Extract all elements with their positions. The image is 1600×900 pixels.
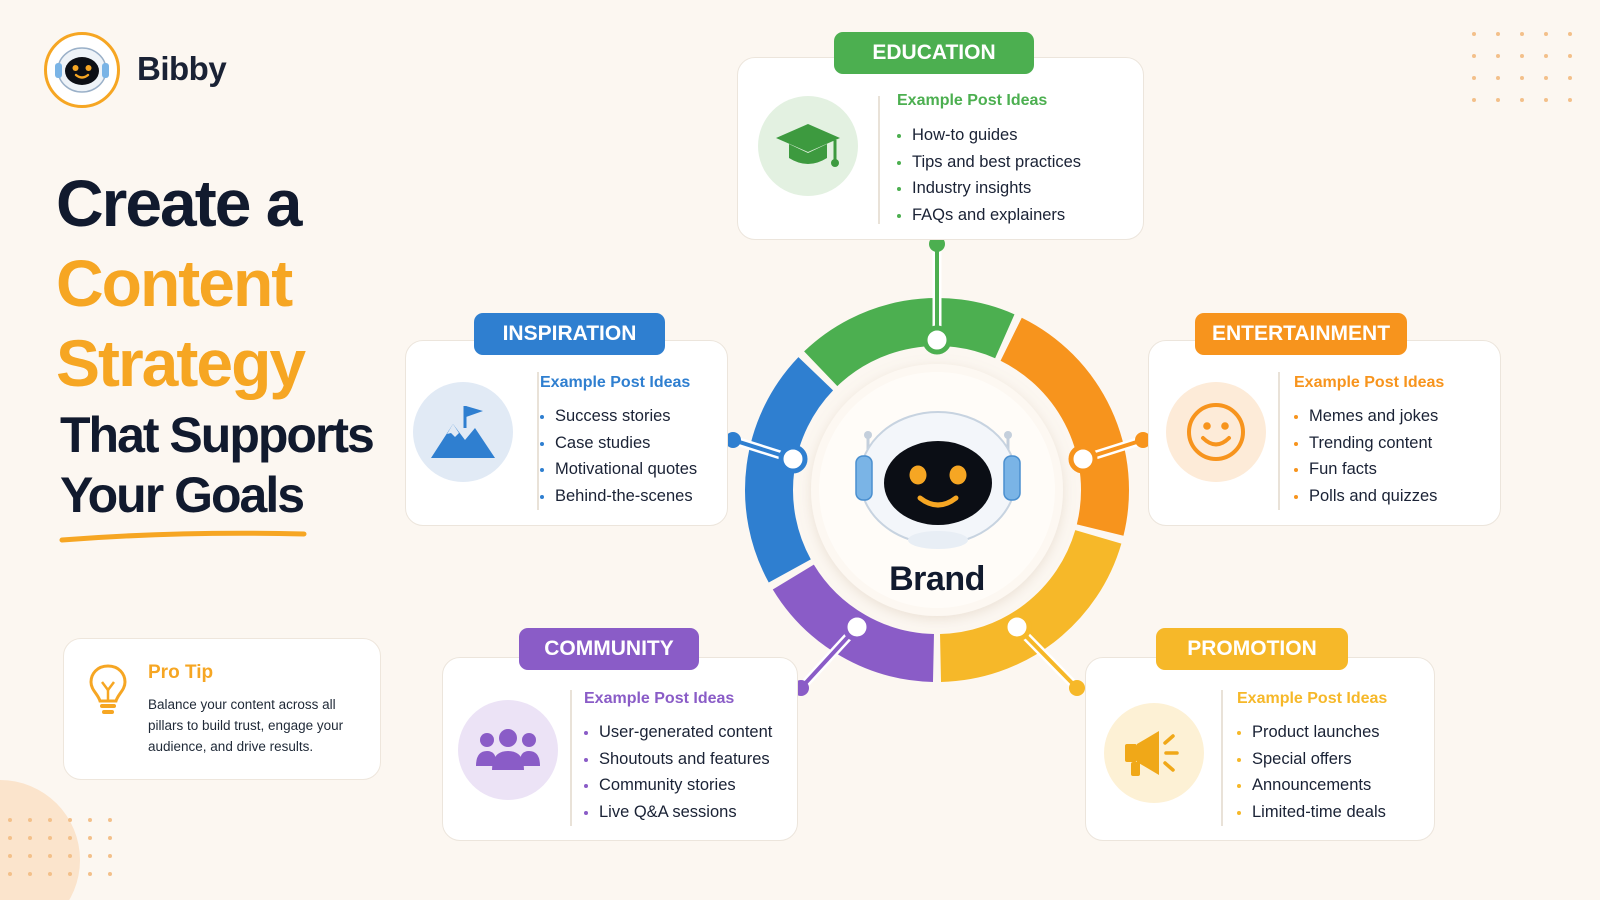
entertainment-ring-segment bbox=[1000, 317, 1129, 536]
list-item: Announcements bbox=[1237, 772, 1386, 799]
inspiration-icon-circle bbox=[413, 382, 513, 482]
education-icon-circle bbox=[758, 96, 858, 196]
entertainment-label: ENTERTAINMENT bbox=[1195, 313, 1407, 355]
pro-tip-card bbox=[63, 638, 381, 780]
list-item: Industry insights bbox=[897, 175, 1081, 202]
graduation-cap-icon bbox=[776, 124, 840, 167]
education-divider bbox=[878, 96, 880, 224]
headline-line-2: Content bbox=[56, 246, 293, 320]
list-item: Community stories bbox=[584, 772, 772, 799]
community-ideas-list: User-generated content Shoutouts and fea… bbox=[584, 719, 772, 825]
list-item: Live Q&A sessions bbox=[584, 799, 772, 826]
promotion-ideas-list: Product launches Special offers Announce… bbox=[1237, 719, 1386, 825]
promotion-divider bbox=[1221, 690, 1223, 826]
education-ideas-title: Example Post Ideas bbox=[897, 92, 1048, 109]
list-item: Tips and best practices bbox=[897, 149, 1081, 176]
education-ideas-list: How-to guides Tips and best practices In… bbox=[897, 122, 1081, 228]
promotion-ideas-title: Example Post Ideas bbox=[1237, 690, 1388, 707]
list-item: Fun facts bbox=[1294, 456, 1438, 483]
headline-underline bbox=[59, 530, 307, 543]
list-item: How-to guides bbox=[897, 122, 1081, 149]
entertainment-ring-node bbox=[1068, 444, 1098, 474]
promotion-label: PROMOTION bbox=[1156, 628, 1348, 670]
dot-pattern-top-right bbox=[1472, 32, 1572, 102]
list-item: Success stories bbox=[540, 403, 697, 430]
inspiration-divider bbox=[537, 372, 539, 510]
headline-line-4: That Supports bbox=[60, 407, 375, 463]
community-ideas-title: Example Post Ideas bbox=[584, 690, 735, 707]
brand-logo bbox=[44, 32, 120, 108]
pro-tip-text: Balance your content across all pillars … bbox=[148, 697, 344, 754]
list-item: Case studies bbox=[540, 430, 697, 457]
community-divider bbox=[570, 690, 572, 826]
education-ring-segment bbox=[804, 298, 1015, 387]
entertainment-ideas-title: Example Post Ideas bbox=[1294, 374, 1445, 391]
promotion-icon-circle bbox=[1104, 703, 1204, 803]
list-item: Shoutouts and features bbox=[584, 746, 772, 773]
headline-line-1: Create a bbox=[56, 166, 302, 240]
list-item: Polls and quizzes bbox=[1294, 483, 1438, 510]
list-item: Trending content bbox=[1294, 430, 1438, 457]
community-label: COMMUNITY bbox=[519, 628, 699, 670]
entertainment-icon-circle bbox=[1166, 382, 1266, 482]
mountain-flag-icon bbox=[431, 406, 495, 458]
headline-line-5: Your Goals bbox=[60, 467, 305, 523]
list-item: Special offers bbox=[1237, 746, 1386, 773]
brand-robot-icon bbox=[855, 411, 1021, 549]
list-item: Memes and jokes bbox=[1294, 403, 1438, 430]
entertainment-ideas-list: Memes and jokes Trending content Fun fac… bbox=[1294, 403, 1438, 509]
promotion-ring-node bbox=[1002, 612, 1032, 642]
pillar-ring bbox=[745, 298, 1129, 682]
promotion-ring-segment bbox=[939, 529, 1122, 682]
entertainment-divider bbox=[1278, 372, 1280, 510]
dot-pattern-bottom-left bbox=[8, 818, 112, 876]
list-item: Limited-time deals bbox=[1237, 799, 1386, 826]
entertainment-card-node bbox=[1135, 432, 1151, 448]
pillar-connectors bbox=[725, 236, 1151, 696]
education-card-node bbox=[929, 236, 945, 252]
megaphone-icon bbox=[1125, 731, 1179, 776]
list-item: Product launches bbox=[1237, 719, 1386, 746]
pro-tip-title: Pro Tip bbox=[148, 662, 214, 683]
inspiration-label: INSPIRATION bbox=[474, 313, 665, 355]
education-ring-node bbox=[922, 325, 952, 355]
brand-name: Bibby bbox=[137, 50, 227, 87]
list-item: Behind-the-scenes bbox=[540, 483, 697, 510]
people-group-icon bbox=[476, 729, 540, 770]
promotion-card-node bbox=[1069, 680, 1085, 696]
lightbulb-icon bbox=[89, 664, 127, 714]
robot-icon bbox=[55, 47, 109, 93]
inspiration-ideas-title: Example Post Ideas bbox=[540, 374, 691, 391]
inspiration-ideas-list: Success stories Case studies Motivationa… bbox=[540, 403, 697, 509]
list-item: FAQs and explainers bbox=[897, 202, 1081, 229]
education-label: EDUCATION bbox=[834, 32, 1034, 74]
community-icon-circle bbox=[458, 700, 558, 800]
list-item: Motivational quotes bbox=[540, 456, 697, 483]
center-label: Brand bbox=[889, 560, 985, 598]
inspiration-ring-node bbox=[778, 444, 808, 474]
headline-line-3: Strategy bbox=[56, 326, 306, 400]
inspiration-card-node bbox=[725, 432, 741, 448]
list-item: User-generated content bbox=[584, 719, 772, 746]
smiley-icon bbox=[1187, 403, 1245, 461]
community-ring-node bbox=[842, 612, 872, 642]
inspiration-ring-segment bbox=[745, 357, 834, 583]
